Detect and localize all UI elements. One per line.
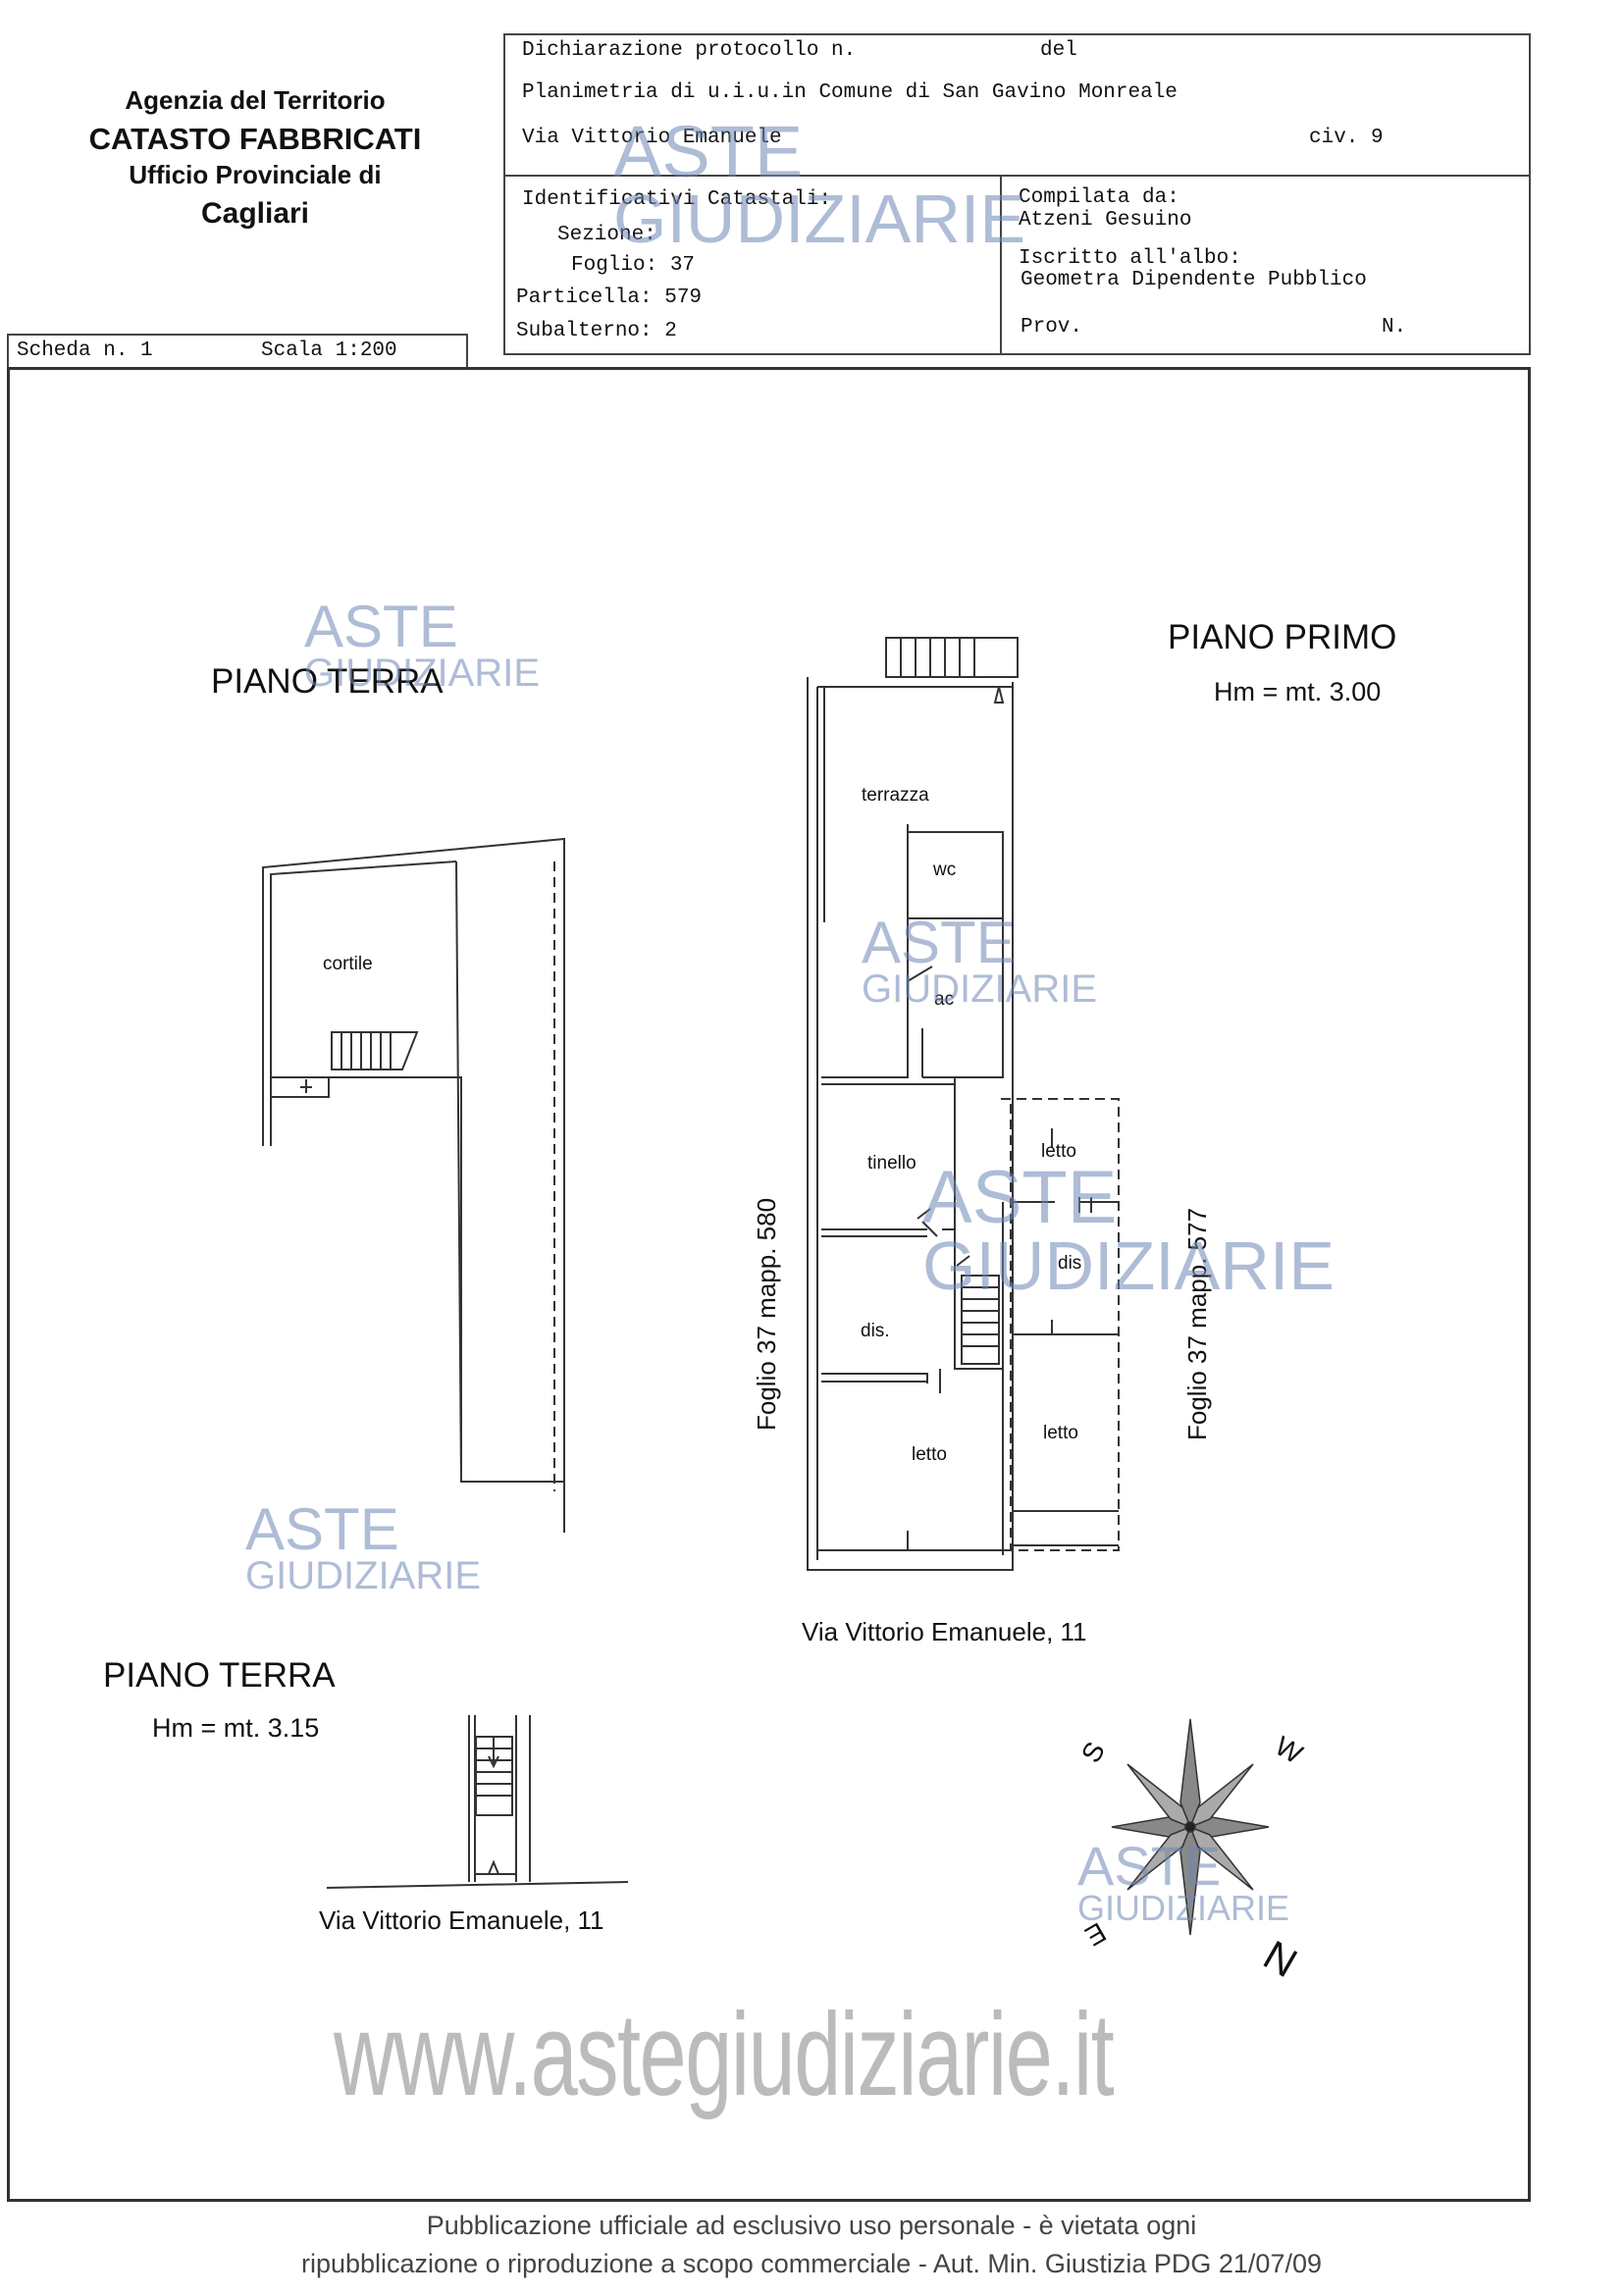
address-line: Via Vittorio Emanuele bbox=[522, 127, 782, 149]
civ-number: civ. 9 bbox=[1309, 127, 1384, 149]
watermark-site: www.astegiudiziarie.it bbox=[334, 1989, 1115, 2120]
protocol-del: del bbox=[1040, 39, 1077, 62]
hm-primo-label: Hm = mt. 3.00 bbox=[1214, 677, 1382, 706]
watermark-giudiziarie: GIUDIZIARIE bbox=[304, 652, 541, 695]
sezione-label: Sezione: bbox=[557, 224, 656, 246]
room-wc: wc bbox=[933, 860, 957, 880]
piano-primo-label: PIANO PRIMO bbox=[1168, 618, 1397, 656]
watermark-header: ASTE GIUDIZIARIE bbox=[613, 111, 1026, 258]
watermark-cortile: ASTE GIUDIZIARIE bbox=[245, 1496, 482, 1597]
foglio-left-label: Foglio 37 mapp. 580 bbox=[752, 1197, 781, 1431]
room-terrazza: terrazza bbox=[862, 785, 929, 806]
watermark-giudiziarie: GIUDIZIARIE bbox=[613, 181, 1026, 258]
ufficio-label: Ufficio Provinciale di bbox=[129, 159, 382, 189]
watermark-terra: ASTE GIUDIZIARIE bbox=[304, 594, 541, 695]
room-cortile: cortile bbox=[323, 954, 373, 974]
compilata-box bbox=[1000, 175, 1531, 355]
scheda-label: Scheda n. 1 bbox=[17, 339, 153, 362]
street-terra-label: Via Vittorio Emanuele, 11 bbox=[319, 1905, 604, 1935]
watermark-giudiziarie: GIUDIZIARIE bbox=[922, 1227, 1335, 1305]
ident-title: Identificativi Catastali: bbox=[522, 188, 832, 211]
watermark-aste: ASTE bbox=[862, 910, 1016, 975]
room-dis-right: dis bbox=[1058, 1253, 1082, 1274]
watermark-aste: ASTE bbox=[613, 111, 804, 192]
foglio-value: Foglio: 37 bbox=[571, 254, 696, 277]
room-letto-bottom-right: letto bbox=[1043, 1423, 1078, 1443]
catasto-title: CATASTO FABBRICATI bbox=[88, 121, 422, 156]
watermark-dis: ASTE GIUDIZIARIE bbox=[922, 1156, 1335, 1305]
hm-terra-label: Hm = mt. 3.15 bbox=[152, 1713, 320, 1743]
watermark-giudiziarie: GIUDIZIARIE bbox=[1077, 1888, 1290, 1929]
footer-line-1: Pubblicazione ufficiale ad esclusivo uso… bbox=[426, 2211, 1197, 2240]
watermark-ac: ASTE GIUDIZIARIE bbox=[862, 910, 1098, 1011]
watermark-aste: ASTE bbox=[304, 594, 458, 659]
agency-name: Agenzia del Territorio bbox=[125, 85, 386, 115]
piano-terra-top-label: PIANO TERRA bbox=[211, 662, 444, 701]
room-dis-left: dis. bbox=[861, 1321, 890, 1341]
compilata-label: Compilata da: bbox=[1019, 186, 1179, 209]
city-label: Cagliari bbox=[200, 197, 310, 231]
n-label: N. bbox=[1382, 316, 1407, 339]
room-letto-left: letto bbox=[912, 1444, 947, 1465]
piano-terra-bottom-label: PIANO TERRA bbox=[103, 1656, 336, 1695]
planimetria-line: Planimetria di u.i.u.in Comune di San Ga… bbox=[522, 81, 1178, 104]
footer-line-2: ripubblicazione o riproduzione a scopo c… bbox=[300, 2249, 1322, 2278]
room-tinello: tinello bbox=[867, 1153, 916, 1174]
watermark-aste: ASTE bbox=[1077, 1835, 1222, 1897]
compass-rose bbox=[1111, 1718, 1270, 1936]
room-letto-top-right: letto bbox=[1041, 1141, 1076, 1162]
particella-value: Particella: 579 bbox=[516, 287, 703, 309]
agency-block: Agenzia del Territorio CATASTO FABBRICAT… bbox=[59, 85, 451, 232]
scala-label: Scala 1:200 bbox=[261, 339, 397, 362]
watermark-aste: ASTE bbox=[245, 1496, 399, 1562]
watermark-giudiziarie: GIUDIZIARIE bbox=[245, 1554, 482, 1597]
room-ac: ac bbox=[934, 989, 955, 1010]
watermark-aste: ASTE bbox=[922, 1156, 1118, 1239]
iscritto-label: Iscritto all'albo: bbox=[1019, 247, 1241, 270]
street-primo-label: Via Vittorio Emanuele, 11 bbox=[802, 1617, 1087, 1646]
iscritto-value: Geometra Dipendente Pubblico bbox=[1021, 269, 1367, 291]
watermark-giudiziarie: GIUDIZIARIE bbox=[862, 967, 1098, 1011]
watermark-compass: ASTE GIUDIZIARIE bbox=[1077, 1835, 1290, 1929]
drawing-frame bbox=[7, 367, 1531, 2202]
protocol-label: Dichiarazione protocollo n. bbox=[522, 39, 857, 62]
prov-label: Prov. bbox=[1021, 316, 1083, 339]
compilata-name: Atzeni Gesuino bbox=[1019, 209, 1192, 232]
subalterno-value: Subalterno: 2 bbox=[516, 320, 677, 342]
